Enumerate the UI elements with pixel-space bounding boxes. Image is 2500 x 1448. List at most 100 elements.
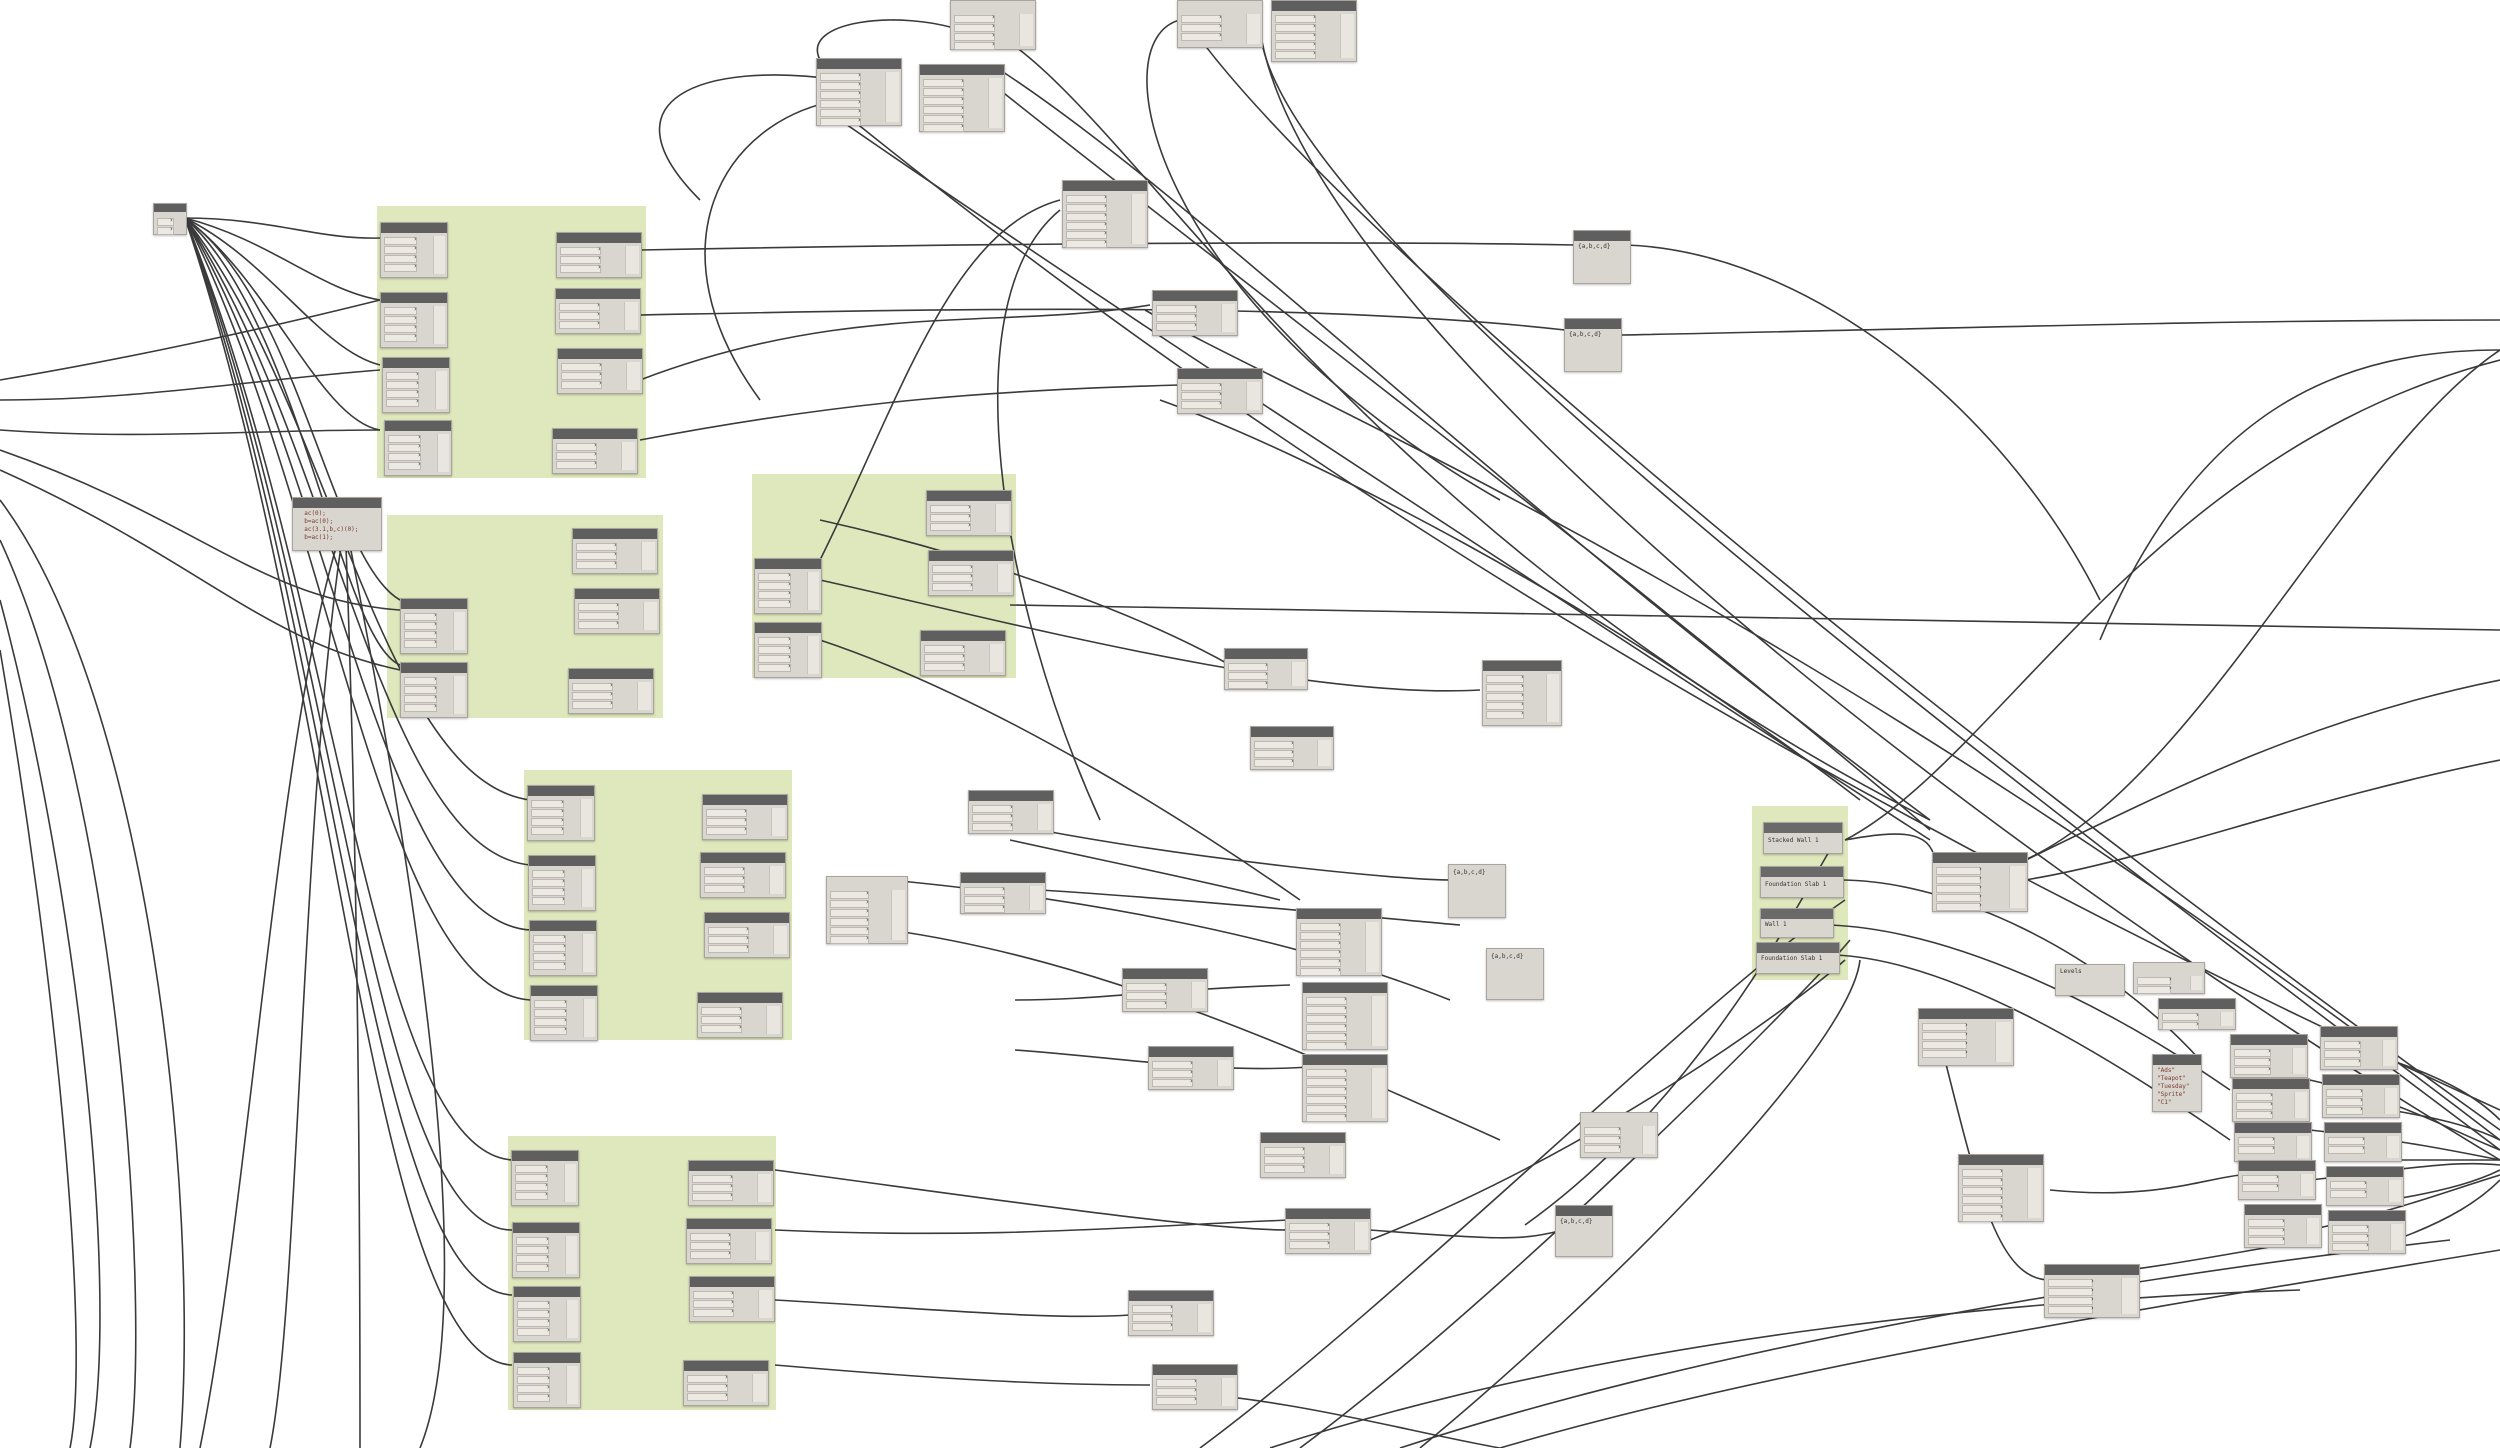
input-port[interactable] bbox=[758, 664, 791, 672]
input-port[interactable] bbox=[1181, 15, 1222, 23]
input-port[interactable] bbox=[561, 372, 602, 380]
input-port[interactable] bbox=[1152, 1070, 1193, 1078]
input-port[interactable] bbox=[964, 905, 1005, 913]
input-port[interactable] bbox=[1181, 24, 1222, 32]
input-port[interactable] bbox=[820, 109, 861, 117]
input-port[interactable] bbox=[954, 15, 995, 23]
input-port[interactable] bbox=[559, 312, 600, 320]
input-port[interactable] bbox=[1584, 1145, 1621, 1153]
input-port[interactable] bbox=[1152, 1079, 1193, 1087]
node-top-1[interactable]: ›››››› bbox=[816, 58, 902, 126]
node-g4-g[interactable]: ››› bbox=[704, 912, 790, 958]
input-port[interactable] bbox=[534, 1000, 567, 1008]
node-g4-c[interactable]: ›››› bbox=[529, 920, 597, 976]
node-g4-f[interactable]: ››› bbox=[700, 852, 786, 898]
input-port[interactable] bbox=[1126, 983, 1167, 991]
input-port[interactable] bbox=[560, 256, 601, 264]
node-g5-d[interactable]: ›››› bbox=[513, 1352, 581, 1408]
input-port[interactable] bbox=[2048, 1306, 2093, 1314]
node-g1-b[interactable]: ›››› bbox=[380, 292, 448, 348]
input-port[interactable] bbox=[2236, 1102, 2273, 1110]
input-port[interactable] bbox=[2332, 1225, 2369, 1233]
input-port[interactable] bbox=[1132, 1305, 1173, 1313]
node-g5-h[interactable]: ››› bbox=[683, 1360, 769, 1406]
node-g3-b[interactable]: ››› bbox=[928, 550, 1014, 596]
input-port[interactable] bbox=[515, 1192, 548, 1200]
input-port[interactable] bbox=[1289, 1232, 1330, 1240]
node-g2-a[interactable]: ››› bbox=[572, 528, 658, 574]
stacked-wall-node[interactable]: Stacked Wall 1 bbox=[1763, 822, 1843, 854]
input-port[interactable] bbox=[1275, 51, 1316, 59]
node-g5-c[interactable]: ›››› bbox=[513, 1286, 581, 1342]
input-port[interactable] bbox=[2048, 1288, 2093, 1296]
input-port[interactable] bbox=[930, 523, 971, 531]
input-port[interactable] bbox=[531, 800, 564, 808]
node-mid-5[interactable]: ››› bbox=[1250, 726, 1334, 770]
input-port[interactable] bbox=[2238, 1146, 2275, 1154]
input-port[interactable] bbox=[386, 390, 419, 398]
input-port[interactable] bbox=[2332, 1243, 2369, 1251]
input-port[interactable] bbox=[1275, 15, 1316, 23]
input-port[interactable] bbox=[534, 1027, 567, 1035]
input-port[interactable] bbox=[690, 1251, 731, 1259]
input-port[interactable] bbox=[704, 867, 745, 875]
input-port[interactable] bbox=[1306, 997, 1347, 1005]
input-port[interactable] bbox=[1306, 1114, 1347, 1122]
node-top-4[interactable]: ››› bbox=[1177, 0, 1263, 48]
input-port[interactable] bbox=[820, 118, 861, 126]
input-port[interactable] bbox=[576, 552, 617, 560]
input-port[interactable] bbox=[2326, 1089, 2363, 1097]
input-port[interactable] bbox=[404, 631, 437, 639]
input-port[interactable] bbox=[1486, 684, 1524, 692]
input-port[interactable] bbox=[517, 1394, 550, 1402]
node-stack-2[interactable]: ››› bbox=[2232, 1078, 2310, 1122]
input-port[interactable] bbox=[1289, 1223, 1330, 1231]
input-port[interactable] bbox=[560, 265, 601, 273]
input-port[interactable] bbox=[2236, 1093, 2273, 1101]
node-mid-16[interactable]: ››› bbox=[1580, 1112, 1658, 1158]
input-port[interactable] bbox=[532, 879, 565, 887]
input-port[interactable] bbox=[572, 692, 613, 700]
input-port[interactable] bbox=[923, 115, 964, 123]
node-top-6[interactable]: ›››››› bbox=[1062, 180, 1148, 248]
input-port[interactable] bbox=[2324, 1041, 2361, 1049]
input-port[interactable] bbox=[1228, 663, 1268, 671]
input-port[interactable] bbox=[517, 1328, 550, 1336]
input-port[interactable] bbox=[534, 1009, 567, 1017]
input-port[interactable] bbox=[820, 73, 861, 81]
input-port[interactable] bbox=[2048, 1279, 2093, 1287]
input-port[interactable] bbox=[1300, 941, 1341, 949]
input-port[interactable] bbox=[1306, 1105, 1347, 1113]
input-port[interactable] bbox=[515, 1183, 548, 1191]
input-port[interactable] bbox=[692, 1175, 733, 1183]
input-port[interactable] bbox=[1584, 1127, 1621, 1135]
input-port[interactable] bbox=[830, 936, 869, 944]
input-port[interactable] bbox=[2048, 1297, 2093, 1305]
input-port[interactable] bbox=[1066, 222, 1107, 230]
input-port[interactable] bbox=[1936, 894, 1981, 902]
node-g3-c[interactable]: ››› bbox=[920, 630, 1006, 676]
input-port[interactable] bbox=[578, 621, 619, 629]
levels-node[interactable]: Levels bbox=[2055, 964, 2125, 996]
input-port[interactable] bbox=[820, 100, 861, 108]
node-g1-e[interactable]: ››› bbox=[556, 232, 642, 278]
input-port[interactable] bbox=[2238, 1137, 2275, 1145]
node-stack-1[interactable]: ››› bbox=[2230, 1034, 2308, 1078]
input-port[interactable] bbox=[692, 1193, 733, 1201]
input-port[interactable] bbox=[404, 704, 437, 712]
input-port[interactable] bbox=[517, 1319, 550, 1327]
node-g5-f[interactable]: ››› bbox=[686, 1218, 772, 1264]
input-port[interactable] bbox=[2137, 977, 2171, 985]
node-mid-10[interactable]: ››› bbox=[1122, 968, 1208, 1012]
input-port[interactable] bbox=[531, 827, 564, 835]
input-port[interactable] bbox=[1181, 401, 1222, 409]
node-g4-b[interactable]: ›››› bbox=[528, 855, 596, 911]
node-mid-8[interactable]: ››› bbox=[960, 872, 1046, 914]
input-port[interactable] bbox=[758, 600, 791, 608]
node-mid-6[interactable]: ››› bbox=[968, 790, 1054, 834]
node-stack-7[interactable]: ››› bbox=[2322, 1074, 2400, 1118]
input-port[interactable] bbox=[693, 1309, 734, 1317]
node-mid-12[interactable]: ››› bbox=[1148, 1046, 1234, 1090]
input-port[interactable] bbox=[954, 24, 995, 32]
input-port[interactable] bbox=[830, 900, 869, 908]
